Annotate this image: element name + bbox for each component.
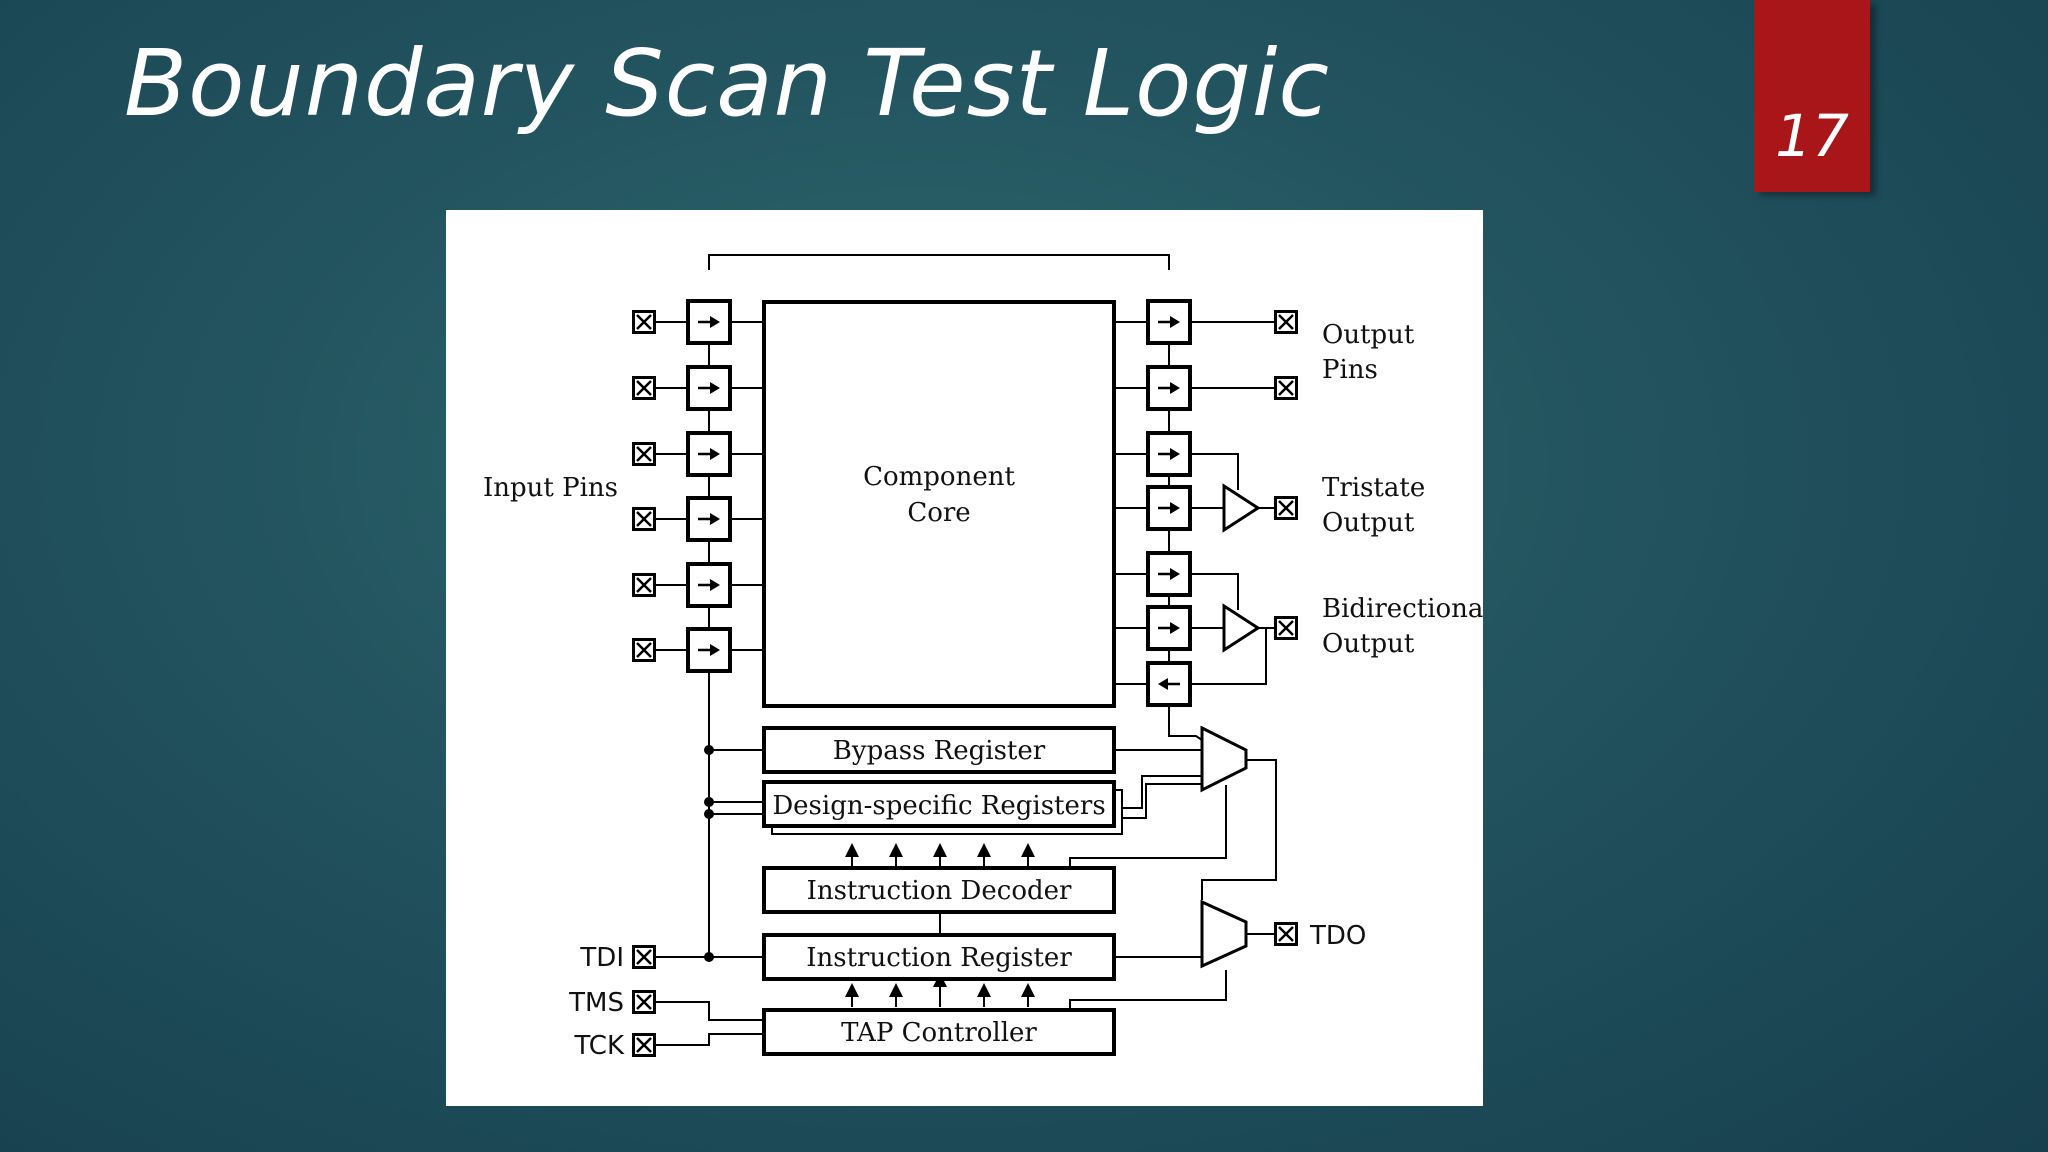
output-pins-label-line2: Pins <box>1322 355 1378 385</box>
tap-controller-label: TAP Controller <box>841 1018 1037 1048</box>
design-specific-registers-label: Design-specific Registers <box>772 791 1105 821</box>
tck-pin-icon <box>632 1033 656 1057</box>
output-pin-icon <box>1274 310 1298 334</box>
boundary-scan-cell-input <box>1146 661 1192 707</box>
boundary-scan-diagram-panel: Component Core Bypass Register Design-sp… <box>446 210 1483 1106</box>
component-core <box>762 300 1116 708</box>
output-pin-icon <box>1274 376 1298 400</box>
instruction-register-label: Instruction Register <box>806 943 1072 973</box>
wires <box>656 254 1277 1046</box>
tristate-buffer-icon <box>1222 483 1261 533</box>
boundary-scan-cell <box>686 562 732 608</box>
boundary-scan-cell <box>1146 431 1192 477</box>
core-label-line1: Component <box>863 462 1015 492</box>
input-pin-icon <box>632 376 656 400</box>
bidirectional-label-line2: Output <box>1322 629 1415 659</box>
input-pin-icon <box>632 507 656 531</box>
boundary-scan-cell <box>1146 299 1192 345</box>
bidirectional-buffer-icon <box>1222 603 1261 653</box>
instruction-decoder-label: Instruction Decoder <box>807 876 1072 906</box>
bypass-register <box>762 726 1116 774</box>
boundary-scan-cell <box>686 365 732 411</box>
design-specific-registers <box>762 780 1116 828</box>
boundary-scan-diagram: Component Core Bypass Register Design-sp… <box>483 254 1483 1061</box>
bypass-register-label: Bypass Register <box>833 736 1046 766</box>
input-pins-label: Input Pins <box>483 473 618 503</box>
input-pin-icon <box>632 573 656 597</box>
junction-dots <box>704 745 714 962</box>
instruction-register <box>762 933 1116 981</box>
input-pin-icon <box>632 310 656 334</box>
slide-number: 17 <box>1775 102 1849 170</box>
boundary-scan-cell <box>686 627 732 673</box>
bidirectional-label-line1: Bidirectional <box>1322 594 1483 624</box>
tristate-pin-icon <box>1274 496 1298 520</box>
core-label-line2: Core <box>907 498 970 528</box>
tristate-label-line2: Output <box>1322 508 1415 538</box>
input-pin-icon <box>632 442 656 466</box>
boundary-scan-cell <box>686 431 732 477</box>
boundary-scan-cell <box>1146 605 1192 651</box>
slide-number-badge: 17 <box>1754 0 1870 192</box>
boundary-scan-cell <box>1146 365 1192 411</box>
data-register-mux <box>1200 725 1248 793</box>
tdo-pin-icon <box>1274 922 1298 946</box>
control-arrows <box>845 843 1035 1007</box>
boundary-scan-cell <box>1146 551 1192 597</box>
instruction-decoder <box>762 866 1116 914</box>
tristate-label-line1: Tristate <box>1322 473 1425 503</box>
tdi-label: TDI <box>579 943 624 973</box>
bidirectional-pin-icon <box>1274 616 1298 640</box>
tdi-pin-icon <box>632 945 656 969</box>
tdo-mux <box>1200 899 1248 969</box>
tdo-label: TDO <box>1309 921 1366 951</box>
slide-title: Boundary Scan Test Logic <box>124 30 1330 137</box>
boundary-scan-cell <box>686 496 732 542</box>
output-pins-label-line1: Output <box>1322 320 1415 350</box>
boundary-scan-cell <box>686 299 732 345</box>
input-pin-icon <box>632 638 656 662</box>
tms-label: TMS <box>568 988 624 1018</box>
tms-pin-icon <box>632 990 656 1014</box>
boundary-scan-cell <box>1146 485 1192 531</box>
tck-label: TCK <box>573 1031 625 1061</box>
tap-controller <box>762 1008 1116 1056</box>
